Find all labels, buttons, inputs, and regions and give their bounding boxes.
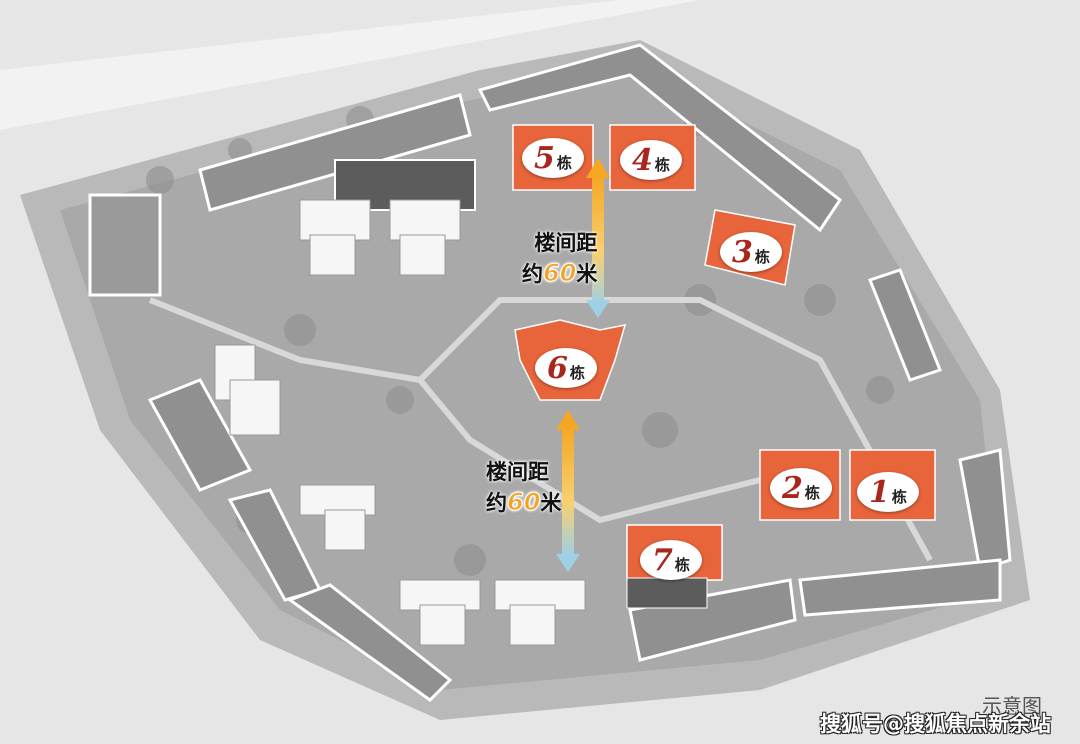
building-7-podium [626,577,708,609]
distance-label-lower: 楼间距 约60米 [486,460,562,517]
road-north [0,0,700,130]
distance-label-upper: 楼间距 约60米 [522,231,598,288]
diagram-caption: 示意图 [982,694,1042,718]
distance-arrows [556,158,610,572]
perimeter-buildings [88,43,1012,702]
white-towers [214,199,586,646]
internal-roads [148,297,933,562]
watermark: 搜狐号@搜狐焦点新余站 [820,712,1051,736]
